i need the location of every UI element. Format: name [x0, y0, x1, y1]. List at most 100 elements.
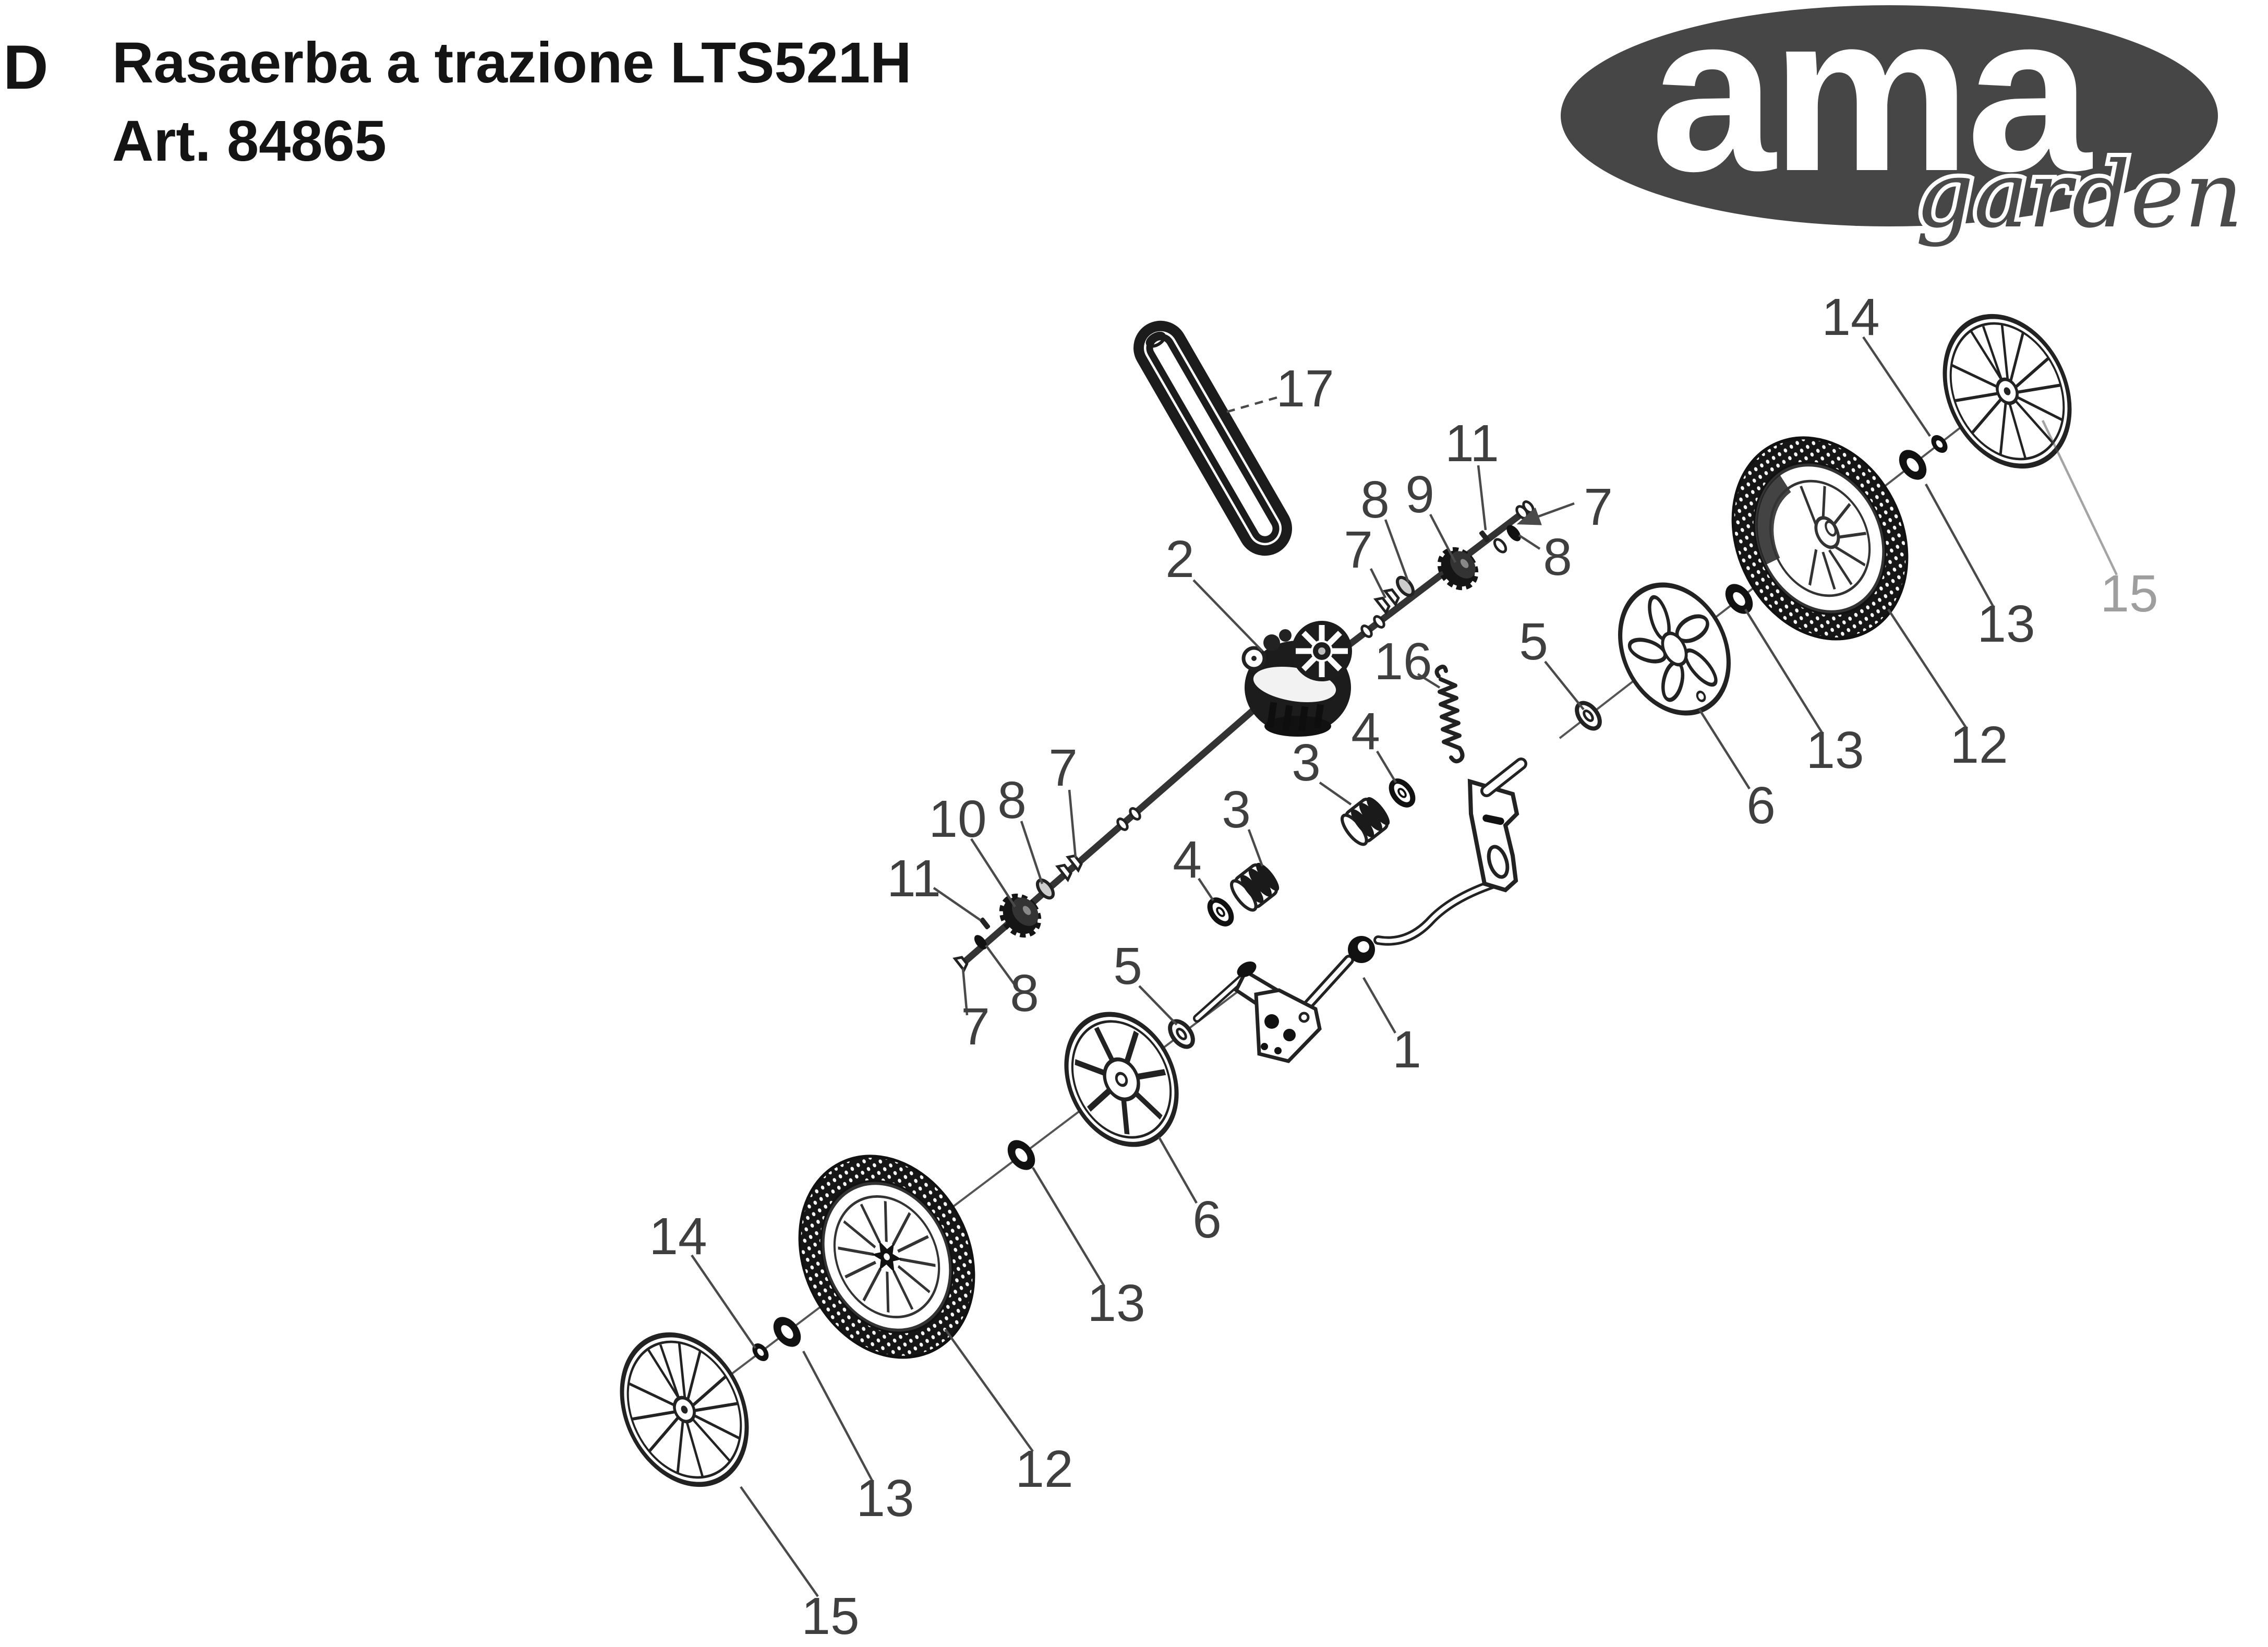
leader-line-4-10 — [1376, 750, 1397, 784]
logo-ellipse — [1561, 5, 2218, 226]
leader-line-17-0 — [1225, 396, 1277, 414]
tension-spring — [1434, 665, 1465, 764]
leader-line-15-26 — [740, 1486, 819, 1597]
leader-line-1-27 — [1362, 977, 1396, 1034]
part-label-4-13: 4 — [1173, 831, 1202, 889]
part-label-14-25: 14 — [649, 1207, 707, 1266]
leader-line-13-29 — [1744, 608, 1824, 735]
right-tire — [1731, 436, 1909, 641]
page-subtitle: Art. 84865 — [112, 109, 387, 173]
part-label-3-11: 3 — [1292, 734, 1321, 792]
leader-line-5-20 — [1138, 985, 1178, 1026]
leader-line-12-23 — [944, 1328, 1034, 1452]
part-label-8-15: 8 — [997, 771, 1027, 829]
drive-belt — [1133, 320, 1292, 556]
logo-brand-text: ama — [1651, 0, 2093, 218]
part-label-8-2: 8 — [1360, 471, 1390, 529]
leader-line-6-21 — [1158, 1136, 1198, 1204]
leader-line-9-3 — [1429, 513, 1456, 563]
leader-line-8-15 — [1020, 821, 1044, 884]
leader-line-3-11 — [1319, 782, 1352, 806]
doc-code: D — [3, 32, 49, 102]
part-label-8-6: 8 — [1543, 528, 1572, 586]
page-title: Rasaerba a trazione LTS521H — [112, 31, 911, 95]
bevel-gear-9 — [1437, 547, 1479, 591]
leader-line-13-24 — [802, 1350, 873, 1482]
leader-line-8-6 — [1518, 534, 1541, 550]
leader-line-8-2 — [1384, 519, 1410, 583]
part-label-15-33: 15 — [2100, 564, 2158, 623]
part-label-7-7: 7 — [1344, 521, 1373, 579]
bevel-gear-10 — [999, 893, 1042, 938]
part-label-1-27: 1 — [1392, 1020, 1421, 1079]
leader-line-14-32 — [1862, 336, 1931, 437]
part-label-13-24: 13 — [856, 1469, 914, 1528]
left-outer-washer — [752, 1343, 769, 1361]
part-label-15-26: 15 — [801, 1587, 859, 1645]
leader-line-5-9 — [1544, 660, 1585, 711]
part-label-5-20: 5 — [1113, 937, 1142, 995]
leader-line-8-18 — [985, 944, 1015, 985]
height-adjuster-assembly — [1193, 758, 1527, 1063]
leader-line-11-17 — [933, 887, 982, 921]
right-wheel-cover — [1943, 314, 2072, 469]
leader-line-13-31 — [1925, 483, 1995, 608]
left-inner-bearing — [1007, 1140, 1035, 1170]
part-label-2-1: 2 — [1165, 530, 1195, 588]
part-label-6-28: 6 — [1746, 776, 1776, 835]
part-label-13-29: 13 — [1806, 721, 1864, 779]
logo-sub-text: garden — [1915, 142, 2243, 248]
right-outer-washer — [1931, 435, 1948, 453]
leader-line-7-5 — [1516, 502, 1575, 525]
leader-line-10-16 — [970, 838, 1016, 908]
part-label-11-4: 11 — [1445, 414, 1499, 473]
part-label-13-22: 13 — [1087, 1274, 1145, 1332]
part-label-7-14: 7 — [1048, 739, 1078, 797]
part-label-5-9: 5 — [1519, 612, 1548, 671]
part-label-11-17: 11 — [887, 849, 941, 908]
washer-4-upper — [1389, 778, 1416, 808]
brand-logo: ama garden — [1561, 0, 2247, 253]
part-label-8-18: 8 — [1010, 964, 1039, 1023]
left-pinion-cluster — [952, 854, 1083, 973]
leader-line-7-19 — [961, 968, 969, 1016]
part-label-9-3: 9 — [1405, 465, 1434, 524]
part-label-6-21: 6 — [1192, 1191, 1222, 1249]
part-label-10-16: 10 — [928, 790, 986, 848]
leader-line-12-30 — [1887, 608, 1968, 729]
leader-line-3-12 — [1247, 829, 1264, 867]
leader-line-13-22 — [1032, 1167, 1105, 1287]
part-label-16-8: 16 — [1374, 632, 1432, 691]
leader-line-4-13 — [1198, 877, 1214, 901]
leader-line-7-14 — [1068, 789, 1077, 858]
leader-line-2-1 — [1192, 579, 1263, 652]
part-label-7-5: 7 — [1584, 478, 1613, 536]
part-label-4-10: 4 — [1351, 702, 1380, 761]
part-label-17-0: 17 — [1276, 359, 1334, 418]
left-outer-bearing — [773, 1317, 801, 1347]
part-label-3-12: 3 — [1222, 780, 1251, 839]
leader-line-14-25 — [691, 1254, 756, 1349]
left-wheel-cover — [620, 1332, 749, 1487]
pivot-grommet — [1348, 936, 1375, 963]
coupler-upper — [1341, 797, 1390, 846]
right-inner-bearing — [1725, 584, 1753, 614]
left-drive-disc — [1064, 1012, 1179, 1147]
part-label-14-32: 14 — [1821, 288, 1879, 346]
left-axle-washer-5 — [1168, 1019, 1195, 1049]
adjuster-link-plate — [1254, 988, 1322, 1063]
gearbox — [1241, 621, 1352, 737]
leader-line-6-28 — [1698, 708, 1751, 790]
leader-line-15-33 — [2041, 420, 2118, 575]
right-axle-washer-5 — [1575, 701, 1602, 731]
part-label-12-30: 12 — [1950, 716, 2008, 774]
right-drive-disc — [1618, 582, 1731, 716]
part-label-13-31: 13 — [1977, 595, 2035, 653]
coupler-lower — [1230, 862, 1280, 912]
part-label-12-23: 12 — [1015, 1440, 1073, 1498]
leader-line-16-8 — [1417, 673, 1441, 689]
leader-line-11-4 — [1477, 465, 1487, 531]
washer-4-lower — [1207, 897, 1234, 927]
left-tire — [798, 1155, 975, 1359]
